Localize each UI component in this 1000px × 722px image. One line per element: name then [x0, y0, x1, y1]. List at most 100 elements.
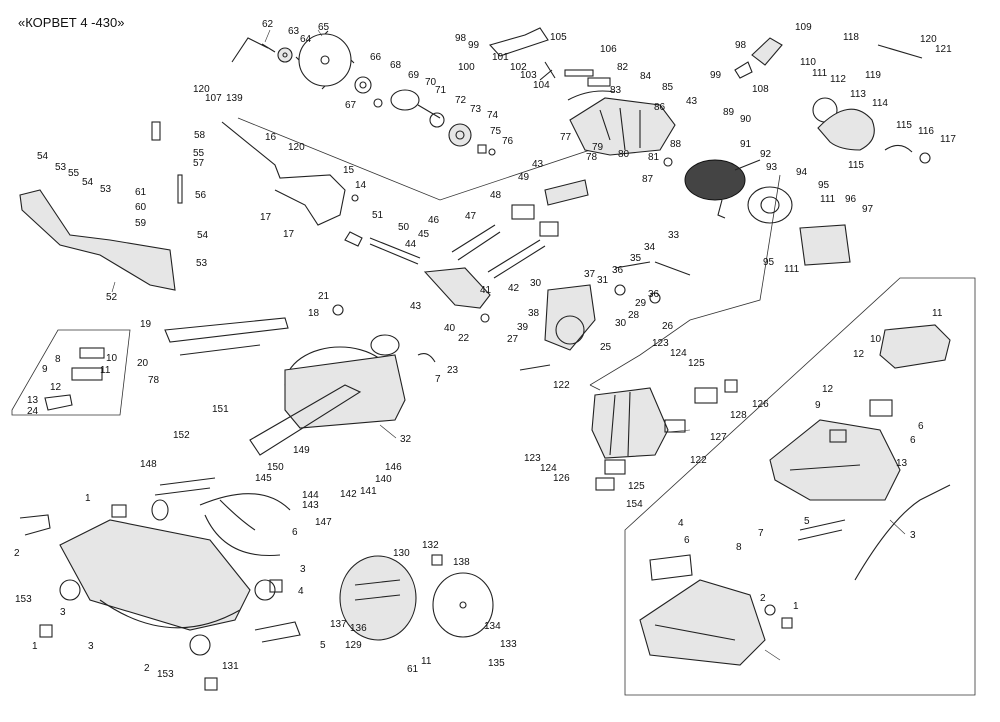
part-callout: 115	[848, 160, 864, 171]
part-callout: 9	[42, 364, 48, 375]
part-callout: 72	[455, 95, 467, 106]
part-callout: 4	[298, 586, 304, 597]
part-callout: 16	[265, 132, 277, 143]
part-callout: 79	[592, 142, 604, 153]
part-callout: 7	[435, 374, 441, 385]
part-callout: 23	[447, 365, 459, 376]
part-callout: 3	[300, 564, 306, 575]
part-callout: 8	[736, 542, 742, 553]
part-callout: 149	[293, 445, 310, 456]
part-callout: 98	[735, 40, 747, 51]
part-callout: 75	[490, 126, 502, 137]
part-callout: 76	[502, 136, 514, 147]
part-callout: 13	[27, 395, 39, 406]
part-callout: 70	[425, 77, 437, 88]
part-callout: 43	[686, 96, 698, 107]
part-callout: 91	[740, 139, 752, 150]
part-callout: 6	[292, 527, 298, 538]
part-callout: 87	[642, 174, 654, 185]
part-callout: 85	[662, 82, 674, 93]
part-callout: 24	[27, 406, 39, 417]
part-callout: 6	[918, 421, 924, 432]
part-callout: 113	[850, 89, 866, 100]
part-callout: 125	[688, 358, 705, 369]
part-callout: 82	[617, 62, 629, 73]
part-callout: 99	[468, 40, 480, 51]
motor-housing	[567, 90, 851, 266]
part-callout: 54	[37, 151, 49, 162]
part-callout: 152	[173, 430, 190, 441]
part-callout: 42	[508, 283, 520, 294]
part-callout: 63	[288, 26, 300, 37]
part-callout: 28	[628, 310, 640, 321]
part-callout: 43	[532, 159, 544, 170]
part-callout: 62	[262, 19, 274, 30]
part-callout: 139	[226, 93, 243, 104]
part-callout: 120	[288, 142, 305, 153]
part-callout: 61	[135, 187, 147, 198]
part-callout: 31	[597, 275, 609, 286]
part-callout: 61	[407, 664, 419, 675]
part-callout: 131	[222, 661, 239, 672]
part-callout: 5	[804, 516, 810, 527]
part-callout: 84	[640, 71, 652, 82]
part-callout: 154	[626, 499, 643, 510]
part-callout: 123	[524, 453, 541, 464]
part-callout: 105	[550, 32, 567, 43]
part-callout: 10	[870, 334, 882, 345]
part-callout: 98	[455, 33, 467, 44]
part-callout: 48	[490, 190, 502, 201]
part-callout: 124	[670, 348, 687, 359]
part-callout: 134	[484, 621, 501, 632]
part-callout: 2	[14, 548, 20, 559]
part-callout: 126	[553, 473, 570, 484]
part-callout: 3	[910, 530, 916, 541]
part-callout: 15	[343, 165, 355, 176]
part-callout: 132	[422, 540, 439, 551]
part-callout: 143	[302, 500, 319, 511]
part-callout: 90	[740, 114, 752, 125]
part-callout: 120	[920, 34, 937, 45]
part-callout: 100	[458, 62, 475, 73]
part-callout: 68	[390, 60, 402, 71]
part-callout: 13	[896, 458, 908, 469]
base-assembly	[19, 477, 301, 691]
part-callout: 128	[730, 410, 747, 421]
part-callout: 88	[670, 139, 682, 150]
part-callout: 78	[148, 375, 160, 386]
part-callout: 12	[853, 349, 865, 360]
part-callout: 73	[470, 104, 482, 115]
part-callout: 21	[318, 291, 330, 302]
part-callout: 50	[398, 222, 410, 233]
part-callout: 57	[193, 158, 205, 169]
part-callout: 3	[60, 607, 66, 618]
part-callout: 140	[375, 474, 392, 485]
part-callout: 32	[400, 434, 412, 445]
part-callout: 127	[710, 432, 727, 443]
leader-lines	[111, 29, 906, 661]
part-callout: 35	[630, 253, 642, 264]
part-callout: 135	[488, 658, 505, 669]
part-callout: 36	[648, 289, 660, 300]
part-callout: 34	[644, 242, 656, 253]
part-callout: 137	[330, 619, 347, 630]
blade-assembly	[231, 30, 496, 156]
part-callout: 144	[302, 490, 319, 501]
part-callout: 145	[255, 473, 272, 484]
part-callout: 19	[140, 319, 152, 330]
part-callout: 69	[408, 70, 420, 81]
lower-guard-parts	[339, 554, 494, 641]
part-callout: 121	[935, 44, 952, 55]
part-callout: 17	[260, 212, 272, 223]
part-callout: 55	[68, 168, 80, 179]
part-callout: 56	[195, 190, 207, 201]
part-callout: 1	[793, 601, 799, 612]
part-callout: 151	[212, 404, 229, 415]
part-callout: 78	[586, 152, 598, 163]
part-callout: 10	[106, 353, 118, 364]
part-callout: 60	[135, 202, 147, 213]
part-callout: 80	[618, 149, 630, 160]
part-callout: 94	[796, 167, 808, 178]
part-callout: 120	[193, 84, 210, 95]
inset-box-left	[44, 347, 105, 411]
